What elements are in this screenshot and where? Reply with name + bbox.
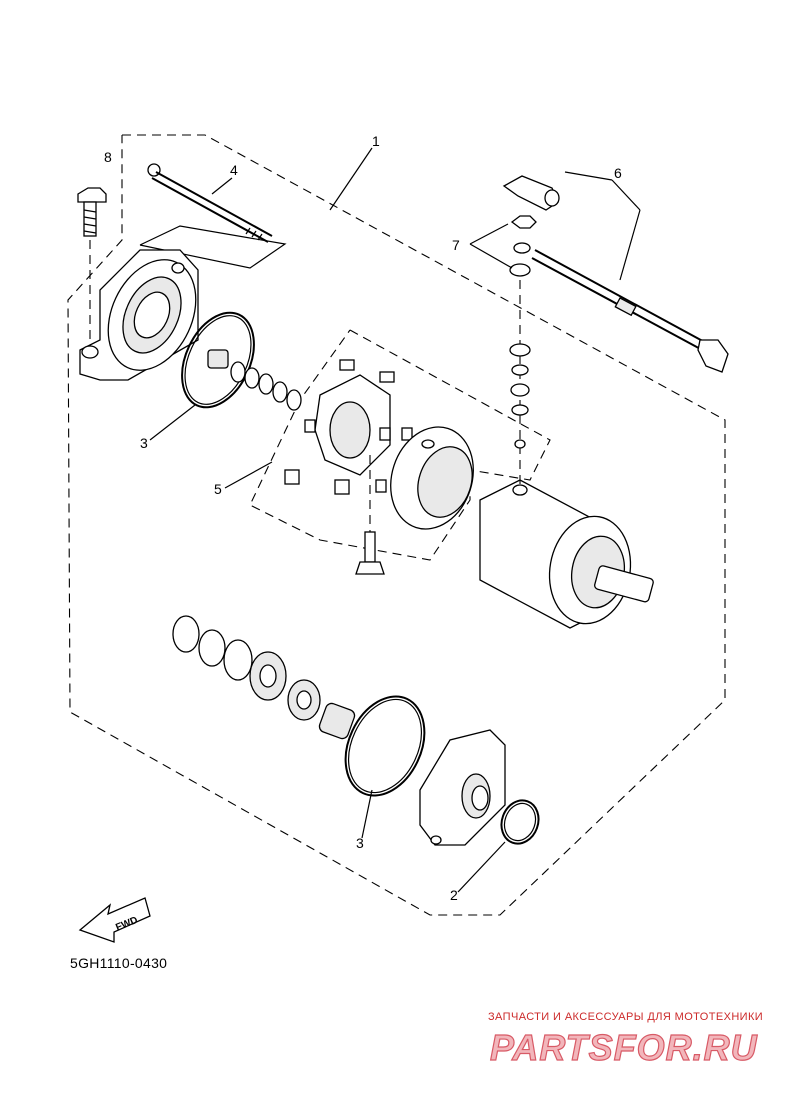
terminal-lead-6 <box>502 175 729 373</box>
yoke-ring <box>390 426 474 530</box>
o-ring-3-lower <box>344 695 426 797</box>
brush-plate-5 <box>284 359 413 495</box>
front-bracket <box>419 729 506 846</box>
diagram-code: 5GH1110-0430 <box>70 955 167 971</box>
rear-bracket-cover <box>79 249 199 381</box>
part-label-3-upper: 3 <box>140 435 148 451</box>
part-label-1: 1 <box>372 133 380 149</box>
o-ring-2 <box>500 799 540 845</box>
part-label-4: 4 <box>230 162 238 178</box>
part-label-3-lower: 3 <box>356 835 364 851</box>
part-label-8: 8 <box>104 149 112 165</box>
assembly-boundary <box>67 134 726 916</box>
watermark: ЗАПЧАСТИ И АКСЕССУАРЫ ДЛЯ МОТОТЕХНИКИ PA… <box>488 1011 763 1069</box>
screw-brush-plate <box>355 455 385 575</box>
fwd-arrow: FWD <box>78 897 151 943</box>
part-label-5: 5 <box>214 481 222 497</box>
armature-motor-body <box>479 479 654 629</box>
watermark-tagline: ЗАПЧАСТИ И АКСЕССУАРЫ ДЛЯ МОТОТЕХНИКИ <box>488 1011 763 1023</box>
part-label-2: 2 <box>450 887 458 903</box>
washer-bearing-stack-lower <box>172 615 356 740</box>
part-labels: 1 2 3 3 4 5 6 7 8 <box>104 133 622 903</box>
part-label-6: 6 <box>614 165 622 181</box>
part-label-7: 7 <box>452 237 460 253</box>
watermark-brand: PARTSFOR.RU <box>490 1027 758 1068</box>
through-bolt-4 <box>139 163 287 269</box>
nut-washer-stack-7 <box>509 215 537 488</box>
leader-lines <box>149 147 641 893</box>
washer-stack-upper <box>207 349 302 411</box>
bolt-8 <box>77 187 107 345</box>
